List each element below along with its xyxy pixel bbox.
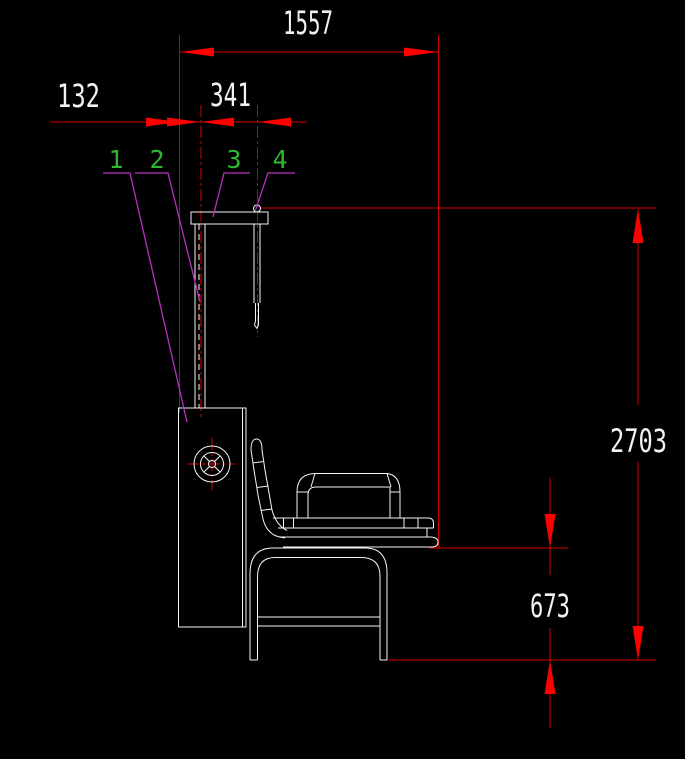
part-geometry [178,204,439,661]
hub-spoke-sw [203,466,210,473]
leader-4 [254,172,295,211]
hub-spoke-ne [214,455,221,462]
dim-text-673: 673 [530,587,570,625]
leader-3 [212,172,250,218]
arrow-1557-left [180,47,214,57]
leader-1 [103,172,188,423]
callout-leaders [103,172,295,423]
pedestal-box [178,407,247,628]
leg-frame-inner [257,557,381,660]
arrow-2703-top [632,209,644,243]
arrow-132-left [146,117,179,127]
callout-numbers: 1 2 3 4 [108,145,287,174]
backrest-joint-3 [260,508,273,511]
rod-tip [253,303,259,330]
armrest-left-slant [310,473,316,488]
dimension-arrows [146,47,644,694]
dim-text-2703: 2703 [610,422,667,460]
arrow-132-right [167,117,200,127]
leader-2 [135,172,201,303]
armrest-inner-left-and-bottom [307,486,390,518]
hub-inner-circle [200,452,224,476]
callout-2: 2 [149,145,164,174]
callout-3: 3 [226,145,241,174]
dim-text-132: 132 [57,77,100,115]
callout-4: 4 [272,145,287,174]
arrow-673-top [544,514,556,548]
dimension-texts: 1557 132 341 2703 673 [57,4,667,625]
hub-outer-circle [193,445,231,483]
arrow-341-left [201,117,234,127]
arrow-673-bottom [544,660,556,694]
hub-spoke-se [214,466,221,473]
arrow-1557-right [404,47,438,57]
backrest-top-cap [250,438,263,451]
arrow-2703-bottom [632,626,644,660]
armrest-right-slant [386,473,392,488]
seat-rail [279,536,439,548]
backrest-joint-2 [256,485,269,488]
callout-1: 1 [108,145,123,174]
leg-frame-outer [249,547,388,660]
hub-spoke-nw [203,455,210,462]
backrest-joint-1 [252,461,265,464]
dim-text-341: 341 [210,76,251,114]
dim-text-1557: 1557 [283,4,333,42]
arrow-341-right [258,117,291,127]
hub-center-circle [208,460,216,468]
armrest-outer-left-and-top [296,473,387,518]
cap-plate [190,211,269,225]
seat-top-surface [273,517,434,528]
